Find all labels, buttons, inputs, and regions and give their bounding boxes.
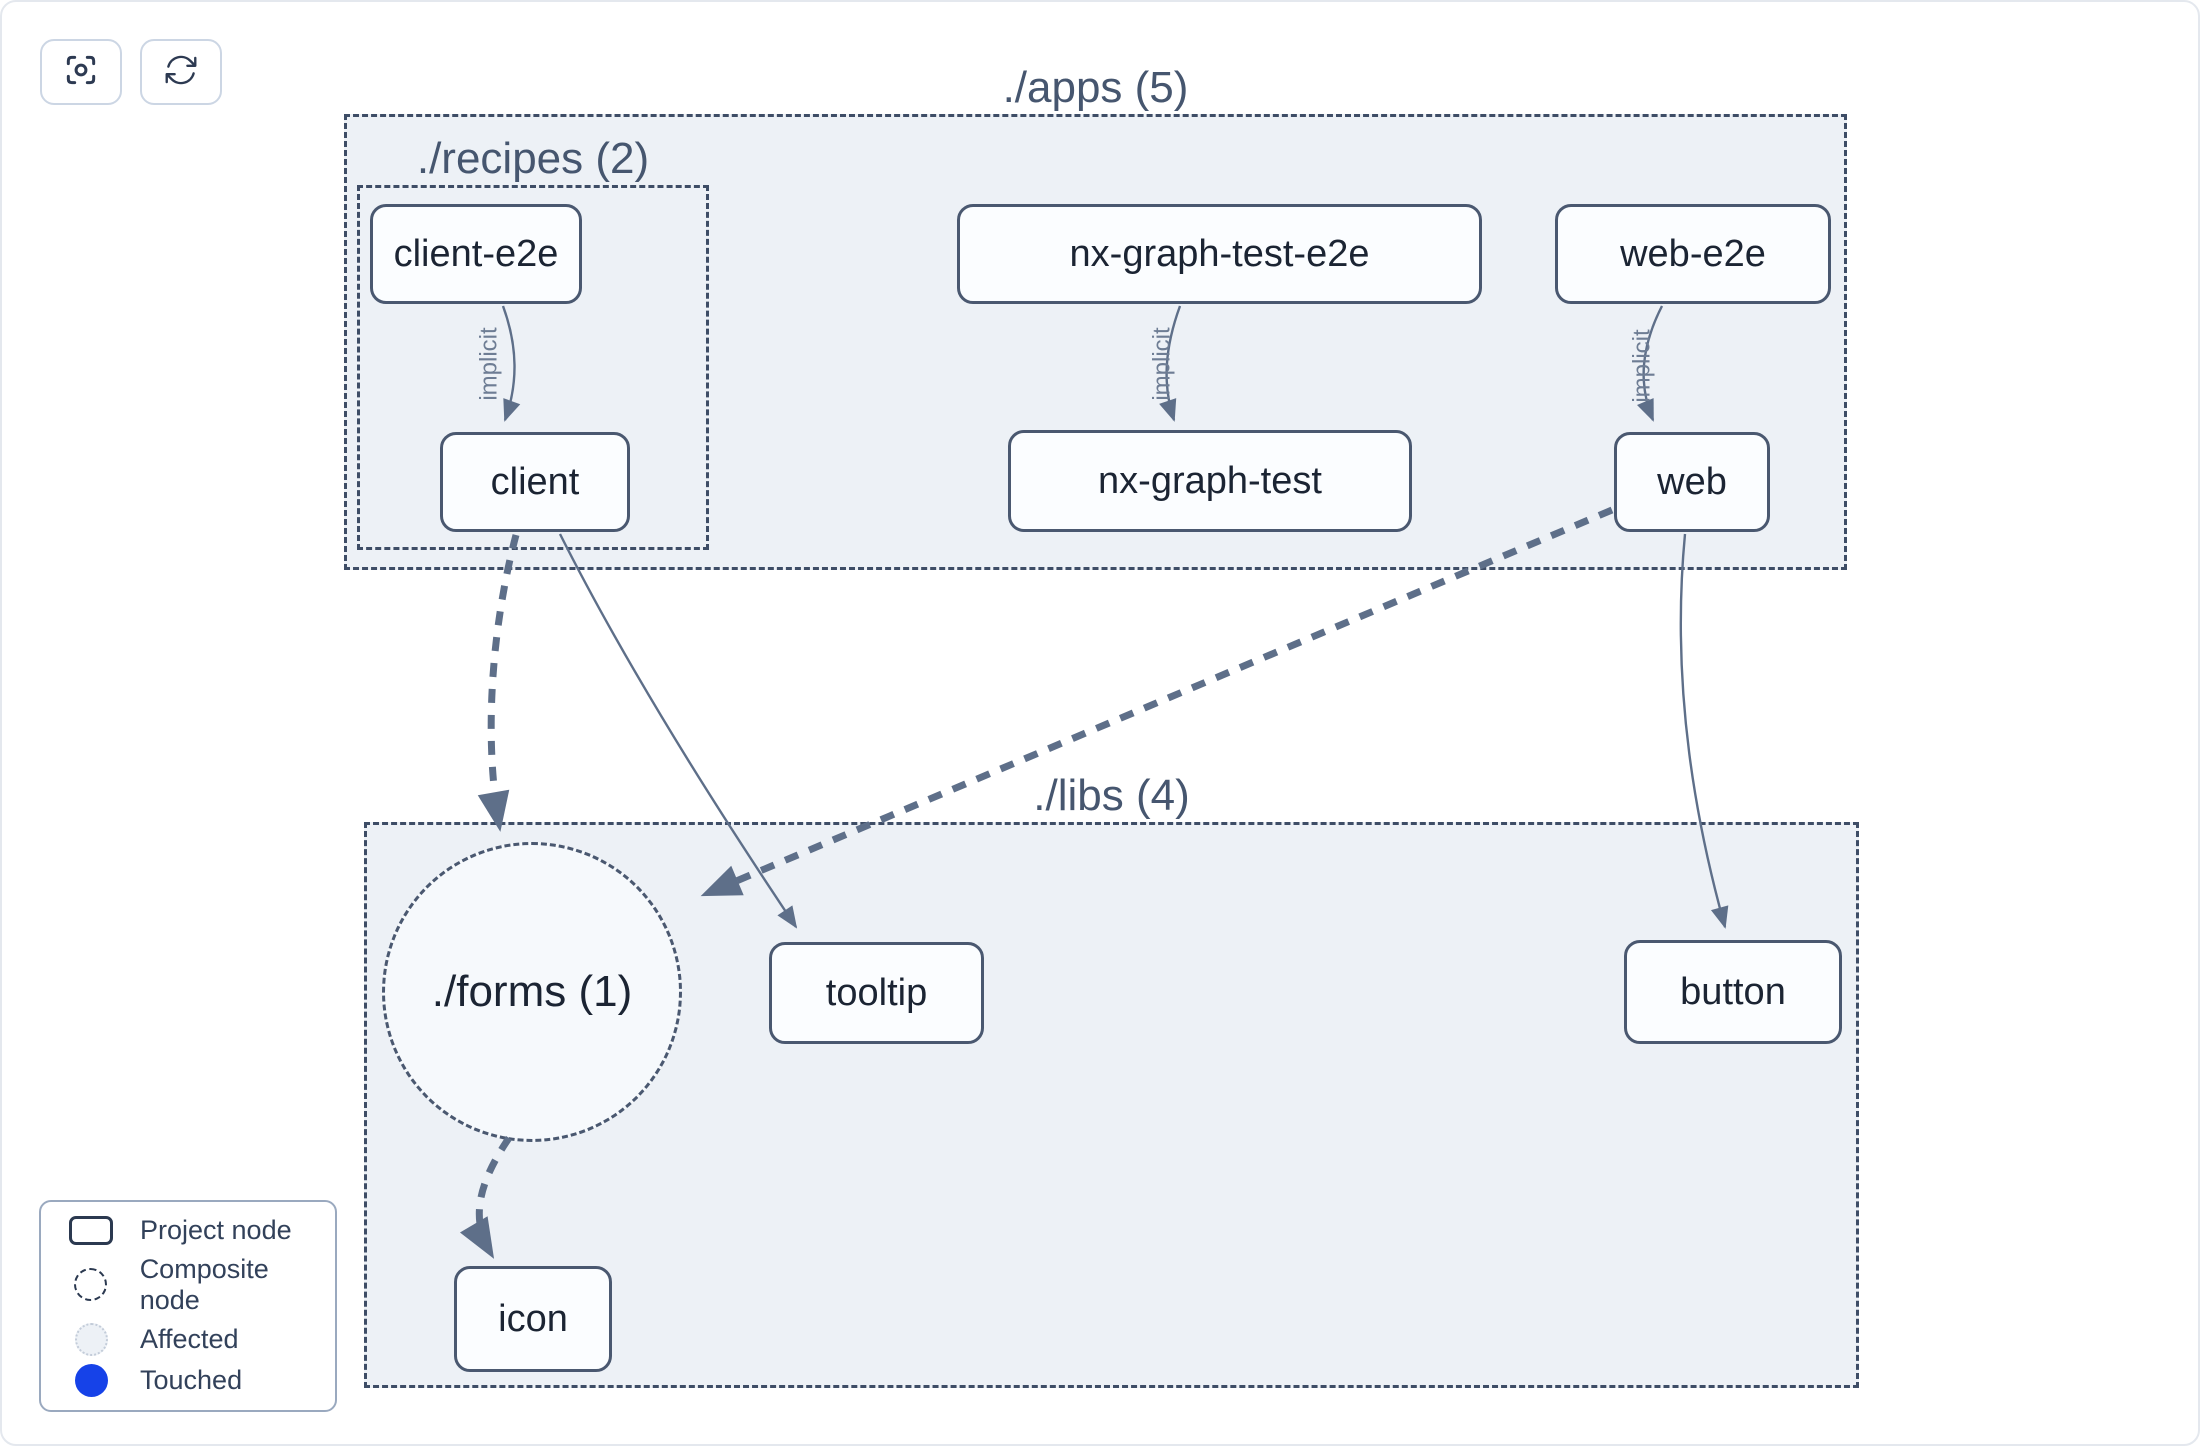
zoom-to-fit-button[interactable] <box>40 39 122 105</box>
node-tooltip[interactable]: tooltip <box>769 942 984 1044</box>
cluster-label-libs: ./libs (4) <box>1033 771 1190 820</box>
touched-swatch-icon <box>74 1363 108 1397</box>
viewfinder-circle-icon <box>62 51 100 94</box>
edge-client-to-forms <box>477 534 520 832</box>
legend: Project node Composite node Affected Tou… <box>39 1200 337 1412</box>
composite-node-forms[interactable]: ./forms (1) <box>382 842 682 1142</box>
node-nx-graph-test-e2e[interactable]: nx-graph-test-e2e <box>957 204 1482 304</box>
legend-item-composite-node: Composite node <box>41 1254 335 1316</box>
legend-item-project-node: Project node <box>41 1215 335 1246</box>
node-client[interactable]: client <box>440 432 630 532</box>
refresh-button[interactable] <box>140 39 222 105</box>
cluster-label-apps: ./apps (5) <box>1002 63 1189 112</box>
refresh-icon <box>162 51 200 94</box>
node-nx-graph-test[interactable]: nx-graph-test <box>1008 430 1412 532</box>
legend-label: Project node <box>140 1215 292 1246</box>
node-button[interactable]: button <box>1624 940 1842 1044</box>
node-web-e2e[interactable]: web-e2e <box>1555 204 1831 304</box>
legend-label: Composite node <box>139 1253 269 1315</box>
project-node-swatch-icon <box>69 1216 113 1246</box>
node-web[interactable]: web <box>1614 432 1770 532</box>
node-client-e2e[interactable]: client-e2e <box>370 204 582 304</box>
legend-item-affected: Affected <box>41 1323 335 1357</box>
affected-swatch-icon <box>74 1323 108 1357</box>
composite-node-swatch-icon <box>74 1268 108 1302</box>
legend-label: Touched <box>140 1364 243 1395</box>
legend-item-touched: Touched <box>41 1363 335 1397</box>
node-icon[interactable]: icon <box>454 1266 612 1372</box>
legend-label: Affected <box>140 1324 239 1355</box>
